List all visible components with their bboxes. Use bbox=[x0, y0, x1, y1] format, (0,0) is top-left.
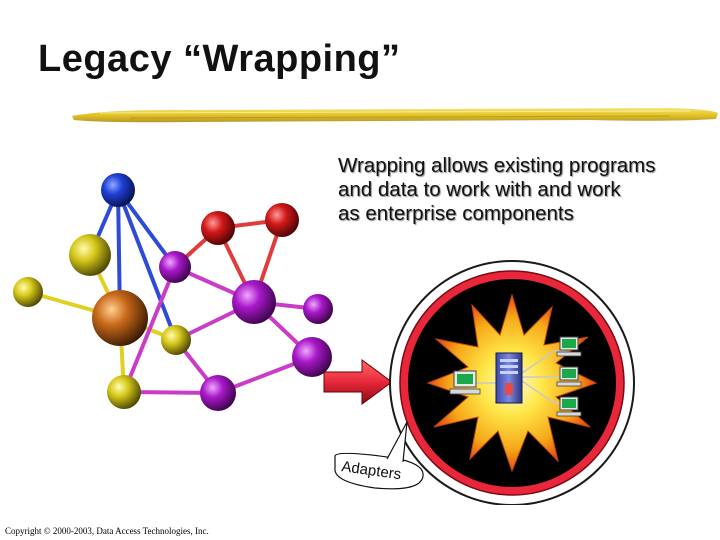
atom-orange bbox=[92, 290, 148, 346]
legacy-molecule-diagram bbox=[13, 173, 333, 411]
bond bbox=[122, 265, 177, 394]
atom-yellow bbox=[107, 375, 141, 409]
bond bbox=[116, 188, 178, 342]
copyright-notice: Copyright © 2000-2003, Data Access Techn… bbox=[5, 526, 209, 536]
computer-icon bbox=[556, 396, 582, 417]
slide-title: Legacy “Wrapping” bbox=[38, 38, 401, 80]
atom-purple bbox=[303, 294, 333, 324]
right-arrow-icon bbox=[323, 359, 393, 405]
server-icon bbox=[495, 352, 523, 404]
atom-yellow bbox=[69, 234, 111, 276]
description-text: Wrapping allows existing programs and da… bbox=[338, 154, 720, 226]
atom-yellow bbox=[161, 325, 191, 355]
adapters-callout: Adapters bbox=[334, 421, 424, 490]
atom-red bbox=[201, 211, 235, 245]
atom-purple bbox=[159, 251, 191, 283]
atom-purple bbox=[200, 375, 236, 411]
atom-yellow bbox=[13, 277, 43, 307]
description-line-2: and data to work with and work bbox=[338, 178, 621, 201]
atom-red bbox=[265, 203, 299, 237]
computer-icon bbox=[556, 336, 582, 357]
title-underline bbox=[72, 108, 718, 123]
atom-purple bbox=[292, 337, 332, 377]
computer-icon bbox=[449, 370, 481, 395]
description-line-1: Wrapping allows existing programs bbox=[338, 154, 656, 177]
computer-icon bbox=[556, 366, 582, 387]
description-line-3: as enterprise components bbox=[338, 202, 574, 225]
atom-blue bbox=[101, 173, 135, 207]
atom-purple bbox=[232, 280, 276, 324]
wrapped-component-circle bbox=[389, 260, 635, 505]
